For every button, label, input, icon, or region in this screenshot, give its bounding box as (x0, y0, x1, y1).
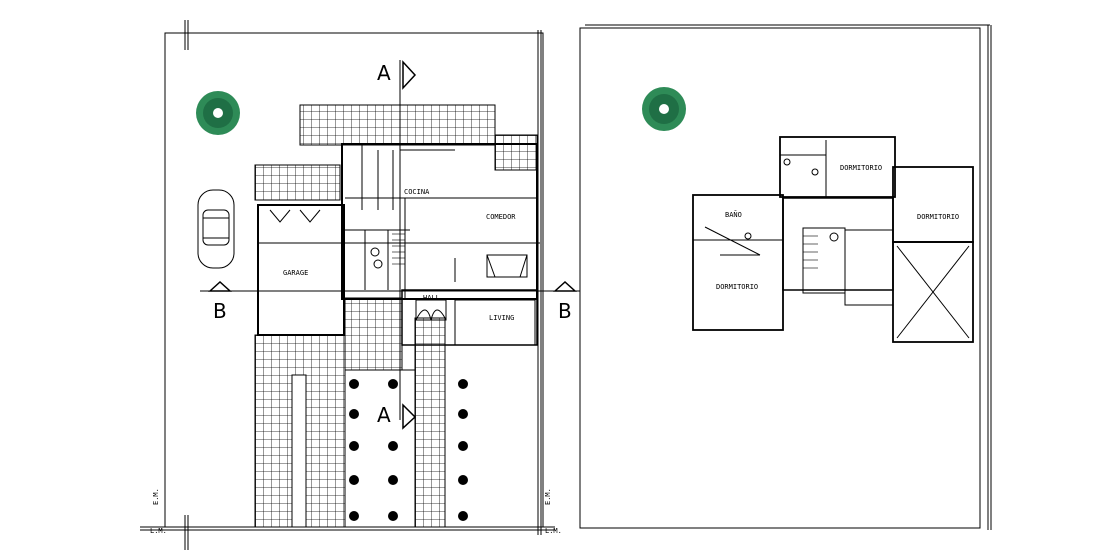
room-label-garage: GARAGE (283, 269, 308, 277)
upper-floor-plan (579, 24, 992, 530)
section-marker-a-top: A (377, 61, 391, 85)
tree-icon-upper (642, 87, 686, 131)
em-label: E.M. (152, 488, 160, 505)
lm-label: L.M. (150, 527, 167, 535)
room-label-dormitorio-left: DORMITORIO (716, 283, 758, 291)
room-label-dormitorio-right: DORMITORIO (917, 213, 959, 221)
tree-icon (196, 91, 240, 135)
section-marker-a-bottom: A (377, 403, 391, 427)
room-label-hall: HALL (423, 294, 440, 302)
room-label-bano: BAÑO (725, 210, 742, 219)
car-icon (197, 189, 235, 269)
section-marker-b-right: B (558, 299, 572, 323)
shrub-icons (349, 379, 468, 521)
section-marker-b-left: B (213, 299, 227, 323)
em-label-right: E.M. (544, 488, 552, 505)
lm-label-right: L.M. (545, 527, 562, 535)
room-label-comedor: COMEDOR (486, 213, 516, 221)
room-label-living: LIVING (489, 314, 514, 322)
room-label-cocina: COCINA (404, 188, 430, 196)
room-label-dormitorio-top: DORMITORIO (840, 164, 882, 172)
